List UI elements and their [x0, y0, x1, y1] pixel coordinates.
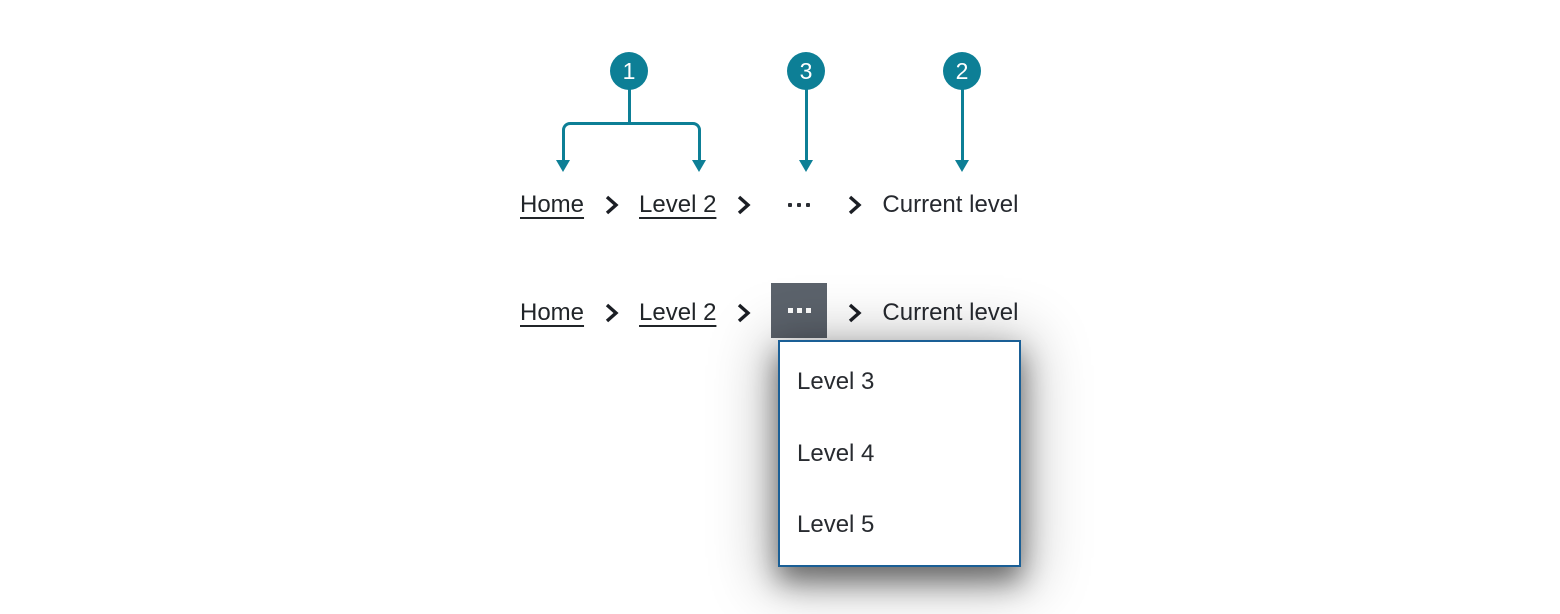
callout-2-arrowhead	[955, 160, 969, 172]
breadcrumb-current-page: Current level	[882, 299, 1019, 326]
breadcrumb-link-home[interactable]: Home	[520, 191, 585, 218]
callout-1-stem-line	[628, 88, 631, 124]
breadcrumb-link-level2[interactable]: Level 2	[639, 191, 717, 218]
breadcrumb-current-page: Current level	[882, 191, 1019, 218]
callout-3-arrowhead	[799, 160, 813, 172]
callout-badge-3: 3	[787, 52, 825, 90]
callout-badge-2: 2	[943, 52, 981, 90]
chevron-right-icon	[604, 195, 619, 215]
breadcrumb-link-level2[interactable]: Level 2	[639, 299, 717, 326]
menu-item-level4[interactable]: Level 4	[797, 439, 875, 467]
callout-1-bracket	[562, 122, 701, 162]
chevron-right-icon	[847, 303, 862, 323]
ellipsis-icon	[787, 308, 793, 313]
breadcrumb-expanded: Home Level 2 Current level	[520, 283, 1019, 338]
chevron-right-icon	[604, 303, 619, 323]
callout-1-arrowhead-right	[692, 160, 706, 172]
overflow-dropdown-menu: Level 3 Level 4 Level 5	[778, 340, 1021, 567]
callout-3-arrow-line	[805, 88, 808, 162]
chevron-right-icon	[736, 303, 751, 323]
chevron-right-icon	[847, 195, 862, 215]
ellipsis-icon[interactable]	[771, 188, 827, 222]
chevron-right-icon	[736, 195, 751, 215]
breadcrumb-collapsed: Home Level 2 Current level	[520, 188, 1018, 222]
breadcrumb-link-home[interactable]: Home	[520, 299, 585, 326]
callout-2-arrow-line	[961, 88, 964, 162]
callout-1-arrowhead-left	[556, 160, 570, 172]
ellipsis-icon	[805, 308, 811, 313]
overflow-button-slot	[771, 283, 828, 338]
callout-badge-1: 1	[610, 52, 648, 90]
ellipsis-icon	[796, 308, 802, 313]
menu-item-level3[interactable]: Level 3	[797, 367, 875, 395]
menu-item-level5[interactable]: Level 5	[797, 511, 875, 539]
overflow-menu-button[interactable]	[771, 283, 828, 338]
